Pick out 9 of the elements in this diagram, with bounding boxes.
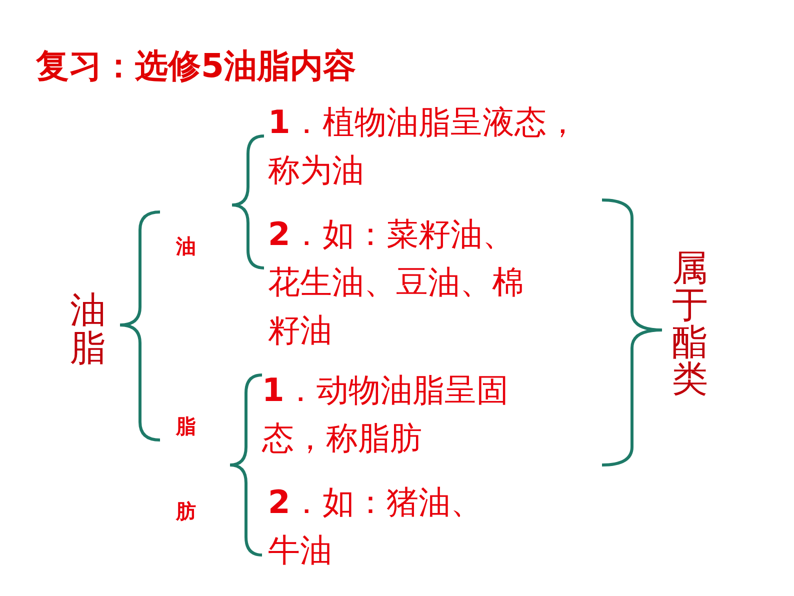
branch-label: 油 <box>176 233 197 260</box>
vertical-note: 属于酯类 <box>672 250 709 398</box>
title: 复习：选修5油脂内容 <box>36 45 356 87</box>
item-text: 1．动物油脂呈固态，称脂肪 <box>262 370 510 459</box>
vertical-heading: 油脂 <box>70 292 107 368</box>
item-text: 2．如：菜籽油、花生油、豆油、棉籽油 <box>268 214 525 351</box>
branch-label: 脂肪 <box>176 413 197 525</box>
item-text: 1．植物油脂呈液态，称为油 <box>268 102 580 191</box>
item-text: 2．如：猪油、牛油 <box>268 482 484 571</box>
